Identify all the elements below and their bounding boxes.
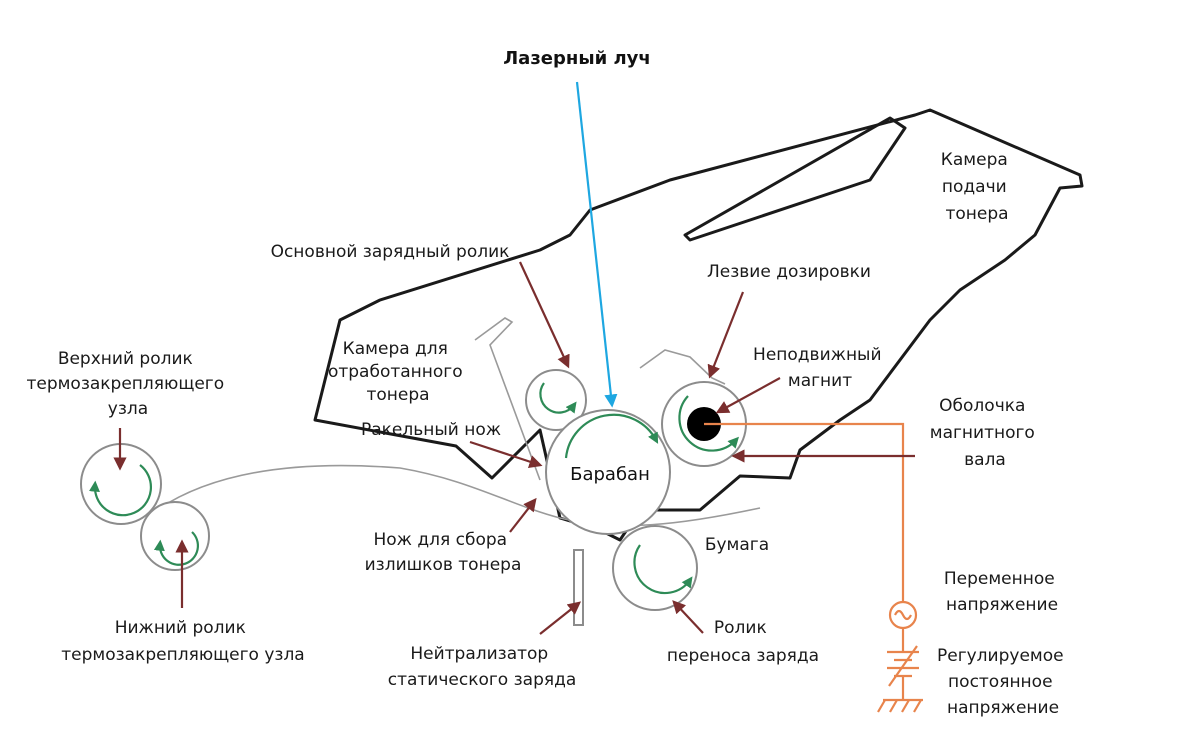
label-dc-voltage: Регулируемое постоянное напряжение xyxy=(937,646,1069,718)
bias-circuit-wire xyxy=(704,422,905,602)
label-drum: Барабан xyxy=(570,464,650,485)
toner-slot xyxy=(683,116,907,242)
rotation-arrow-icon xyxy=(678,395,739,452)
waste-blade-bracket xyxy=(474,317,541,481)
label-primary-charge-roller: Основной зарядный ролик xyxy=(271,242,510,262)
variable-arrow-icon xyxy=(888,645,918,687)
label-wiper-blade: Ракельный нож xyxy=(361,420,501,440)
primary-charge-roller xyxy=(525,369,587,431)
callout-arrow xyxy=(509,497,537,533)
label-laser-beam: Лазерный луч xyxy=(503,48,651,69)
label-metering-blade: Лезвие дозировки xyxy=(707,262,871,282)
transfer-roller xyxy=(612,525,698,611)
label-upper-fuser-roller: Верхний ролик термозакрепляющего узла xyxy=(26,349,229,419)
rotation-arrow-icon xyxy=(539,382,577,414)
callout-arrow xyxy=(469,440,543,468)
label-stationary-magnet: Неподвижный магнит xyxy=(753,345,887,391)
drum xyxy=(545,409,671,535)
label-lower-fuser-roller: Нижний ролик термозакрепляющего узла xyxy=(61,618,304,665)
rotation-arrow-icon xyxy=(633,544,693,595)
ground-icon xyxy=(877,699,886,713)
rotation-arrow-icon xyxy=(89,464,153,517)
ground-icon xyxy=(889,699,898,713)
callout-arrow xyxy=(519,261,570,369)
cartridge-housing xyxy=(313,108,1084,542)
rotation-arrow-icon xyxy=(564,413,659,459)
callout-arrow xyxy=(715,377,781,414)
label-magnetic-roller-sleeve: Оболочка магнитного вала xyxy=(930,396,1041,470)
label-paper: Бумага xyxy=(705,535,769,555)
callout-arrow xyxy=(672,600,704,634)
metering-blade-bracket xyxy=(639,349,726,385)
rotation-arrow-icon xyxy=(153,531,199,566)
callout-arrow xyxy=(539,601,582,635)
paper-path xyxy=(149,464,761,527)
laser-beam-line xyxy=(575,81,618,408)
callout-arrow xyxy=(707,291,745,379)
lower-fuser-roller xyxy=(140,501,210,571)
label-static-eliminator: Нейтрализатор статического заряда xyxy=(388,644,577,690)
ground-icon xyxy=(901,699,910,713)
label-excess-toner-blade: Нож для сбора излишков тонера xyxy=(365,530,522,575)
ground-icon xyxy=(913,699,922,713)
label-waste-toner-chamber: Камера для отработанного тонера xyxy=(328,339,468,405)
ac-wave-icon xyxy=(894,609,912,621)
label-ac-voltage: Переменное напряжение xyxy=(944,569,1060,615)
label-transfer-roller: Ролик переноса заряда xyxy=(667,618,819,666)
label-toner-feed-chamber: Камера подачи тонера xyxy=(941,150,1013,224)
static-eliminator xyxy=(573,549,584,626)
